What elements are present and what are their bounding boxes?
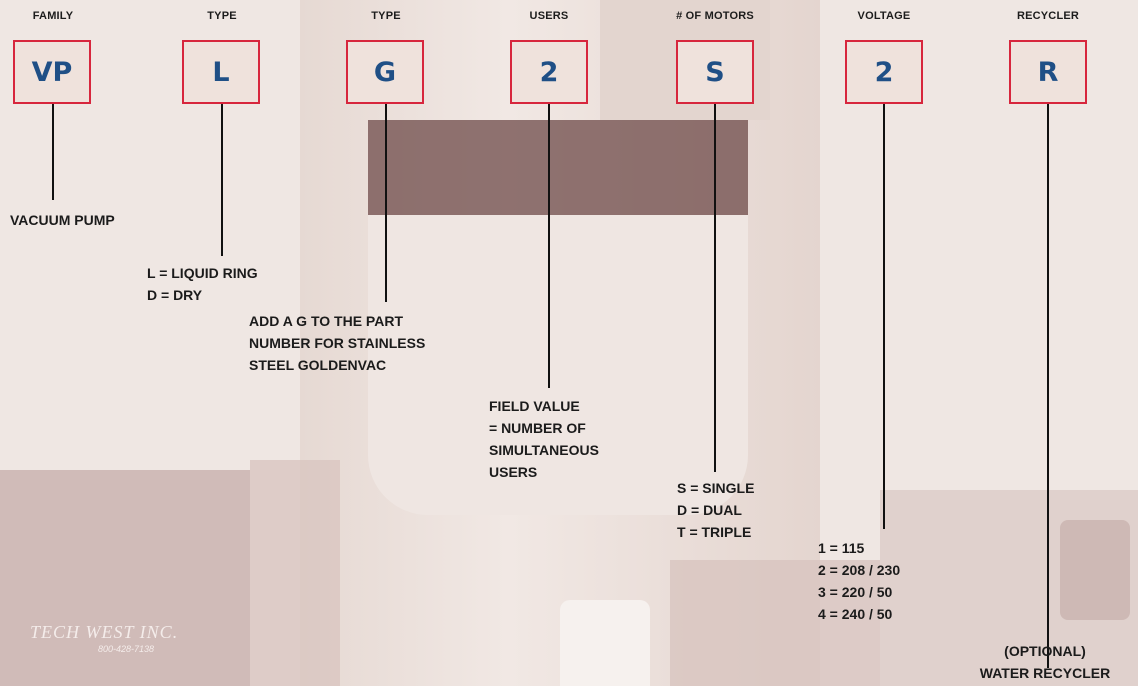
desc-line: 3 = 220 / 50 — [818, 581, 900, 603]
code-box-users: 2 — [510, 40, 588, 104]
code-type-l: L — [212, 57, 229, 88]
desc-line: NUMBER FOR STAINLESS — [249, 332, 425, 354]
desc-line: WATER RECYCLER — [955, 662, 1135, 684]
header-type-l: TYPE — [207, 10, 237, 22]
header-recycler: RECYCLER — [1017, 10, 1079, 22]
desc-line: S = SINGLE — [677, 477, 754, 499]
connector-motors — [714, 104, 716, 472]
desc-line: STEEL GOLDENVAC — [249, 354, 425, 376]
desc-line: = NUMBER OF — [489, 417, 599, 439]
desc-line: ADD A G TO THE PART — [249, 310, 425, 332]
desc-line: L = LIQUID RING — [147, 262, 258, 284]
code-motors: S — [705, 57, 724, 88]
header-motors: # OF MOTORS — [676, 10, 754, 22]
desc-family: VACUUM PUMP — [10, 209, 115, 231]
code-recycler: R — [1038, 57, 1059, 88]
header-users: USERS — [530, 10, 569, 22]
code-box-family: VP — [13, 40, 91, 104]
code-box-type-g: G — [346, 40, 424, 104]
code-type-g: G — [374, 57, 396, 88]
desc-line: USERS — [489, 461, 599, 483]
desc-type-g: ADD A G TO THE PART NUMBER FOR STAINLESS… — [249, 310, 425, 376]
code-users: 2 — [540, 57, 559, 88]
photo-brand-text: TECH WEST INC. — [30, 622, 178, 643]
code-box-motors: S — [676, 40, 754, 104]
header-voltage: VOLTAGE — [858, 10, 911, 22]
desc-line: 1 = 115 — [818, 537, 900, 559]
connector-voltage — [883, 104, 885, 529]
desc-line: 2 = 208 / 230 — [818, 559, 900, 581]
code-family: VP — [32, 57, 73, 88]
desc-voltage: 1 = 115 2 = 208 / 230 3 = 220 / 50 4 = 2… — [818, 537, 900, 625]
connector-users — [548, 104, 550, 388]
desc-users: FIELD VALUE = NUMBER OF SIMULTANEOUS USE… — [489, 395, 599, 483]
desc-line: VACUUM PUMP — [10, 209, 115, 231]
desc-line: T = TRIPLE — [677, 521, 754, 543]
header-type-g: TYPE — [371, 10, 401, 22]
desc-line: D = DRY — [147, 284, 258, 306]
photo-phone-text: 800-428-7138 — [98, 644, 154, 654]
code-box-recycler: R — [1009, 40, 1087, 104]
desc-recycler: (OPTIONAL) WATER RECYCLER — [955, 640, 1135, 684]
desc-line: (OPTIONAL) — [955, 640, 1135, 662]
code-voltage: 2 — [875, 57, 894, 88]
desc-line: 4 = 240 / 50 — [818, 603, 900, 625]
desc-line: FIELD VALUE — [489, 395, 599, 417]
code-box-type-l: L — [182, 40, 260, 104]
connector-type-l — [221, 104, 223, 256]
connector-family — [52, 104, 54, 200]
desc-line: D = DUAL — [677, 499, 754, 521]
desc-line: SIMULTANEOUS — [489, 439, 599, 461]
code-box-voltage: 2 — [845, 40, 923, 104]
connector-recycler — [1047, 104, 1049, 668]
desc-motors: S = SINGLE D = DUAL T = TRIPLE — [677, 477, 754, 543]
connector-type-g — [385, 104, 387, 302]
desc-type-l: L = LIQUID RING D = DRY — [147, 262, 258, 306]
header-family: FAMILY — [33, 10, 74, 22]
